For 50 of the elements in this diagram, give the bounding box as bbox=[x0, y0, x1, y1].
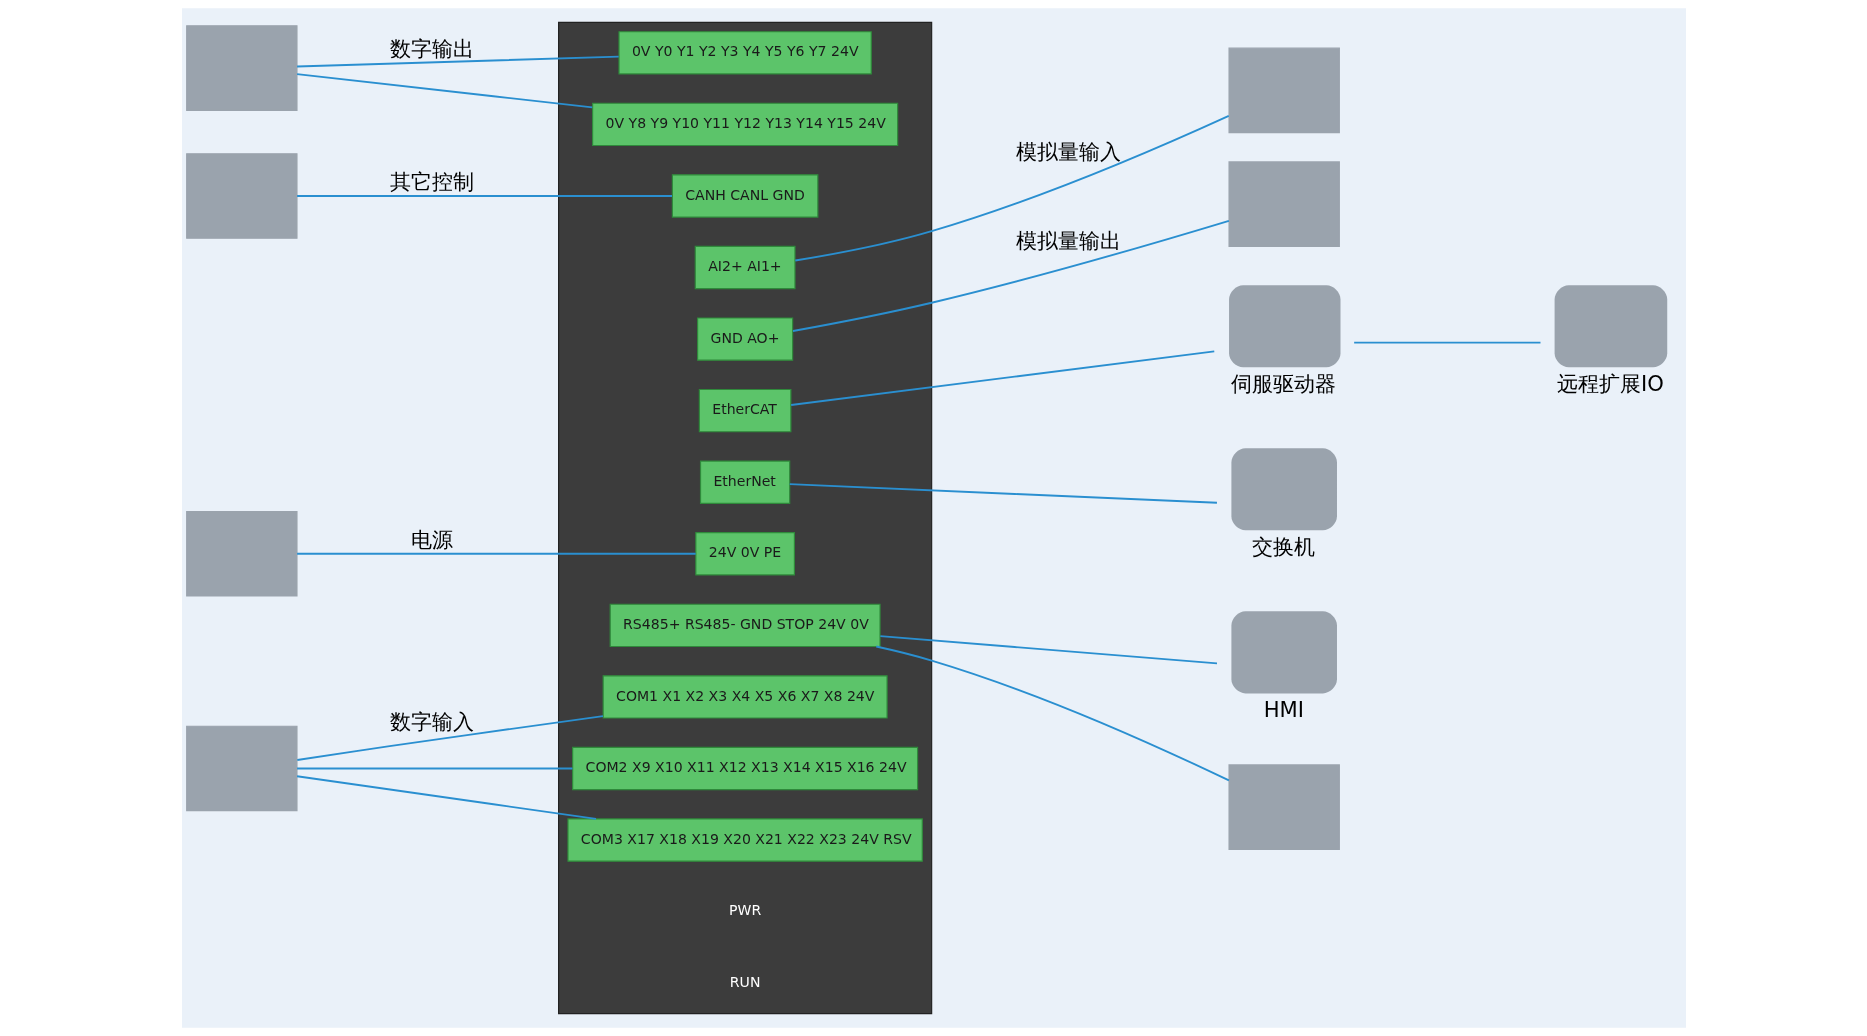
node-box: 0V Y0 Y1 Y2 Y3 Y4 Y5 Y6 Y7 24V bbox=[617, 31, 872, 75]
node-box bbox=[1228, 285, 1340, 368]
connector bbox=[295, 767, 573, 770]
edge-label: 模拟量输入 bbox=[1015, 138, 1121, 164]
connector bbox=[1352, 341, 1541, 344]
node-box bbox=[1554, 285, 1667, 368]
connector bbox=[788, 483, 1218, 504]
edge-label: 其它控制 bbox=[389, 169, 474, 195]
node-box: 0V Y8 Y9 Y10 Y11 Y12 Y13 Y14 Y15 24V bbox=[591, 102, 898, 147]
node-box bbox=[185, 725, 298, 812]
node-box: COM1 X1 X2 X3 X4 X5 X6 X7 X8 24V bbox=[602, 675, 888, 719]
node-box: GND AO+ bbox=[696, 317, 793, 361]
node-box bbox=[185, 510, 298, 597]
node-label: 远程扩展IO bbox=[1556, 371, 1664, 397]
node-box bbox=[1230, 448, 1337, 531]
edge-label: 电源 bbox=[410, 527, 453, 553]
node-box bbox=[1227, 161, 1340, 247]
node-box: 24V 0V PE bbox=[694, 532, 795, 576]
node-box bbox=[1227, 764, 1340, 850]
label: RUN bbox=[729, 973, 760, 990]
connector bbox=[874, 645, 1230, 782]
node-box: EtherNet bbox=[699, 460, 790, 504]
connector bbox=[295, 55, 620, 68]
node-label: 交换机 bbox=[1251, 534, 1315, 560]
connector bbox=[295, 195, 673, 197]
node-box: CANH CANL GND bbox=[671, 174, 818, 218]
connector bbox=[791, 219, 1230, 332]
node-box bbox=[1227, 47, 1340, 134]
node-box bbox=[185, 153, 298, 239]
label: PWR bbox=[728, 902, 761, 919]
node-box: EtherCAT bbox=[698, 388, 791, 433]
connector bbox=[295, 73, 593, 109]
connector bbox=[793, 114, 1230, 262]
node-box bbox=[185, 25, 298, 111]
node-box: COM3 X17 X18 X19 X20 X21 X22 X23 24V RSV bbox=[566, 818, 923, 862]
node-label: HMI bbox=[1263, 697, 1304, 723]
edge-label: 模拟量输出 bbox=[1015, 228, 1121, 254]
node-box: COM2 X9 X10 X11 X12 X13 X14 X15 X16 24V bbox=[571, 746, 918, 791]
connector bbox=[295, 775, 597, 820]
node-box bbox=[1230, 611, 1337, 694]
connector bbox=[789, 350, 1215, 406]
cluster bbox=[557, 21, 932, 1015]
connector bbox=[295, 552, 697, 555]
node-label: 伺服驱动器 bbox=[1230, 371, 1336, 397]
edge-label: 数字输入 bbox=[389, 709, 474, 735]
connector bbox=[295, 715, 604, 761]
connector bbox=[878, 635, 1218, 665]
node-box: RS485+ RS485- GND STOP 24V 0V bbox=[609, 603, 881, 648]
edge-label: 数字输出 bbox=[389, 35, 474, 61]
node-box: AI2+ AI1+ bbox=[694, 245, 796, 290]
